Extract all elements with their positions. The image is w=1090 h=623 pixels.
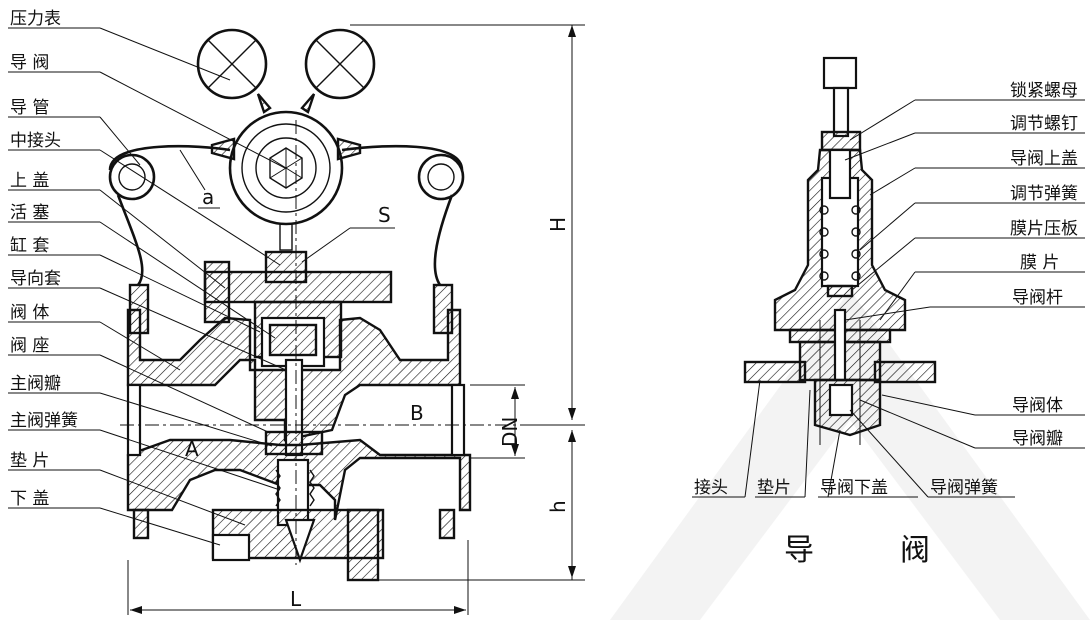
label-pressure-gauge: 压力表 xyxy=(10,9,61,29)
label-upper-cover: 上 盖 xyxy=(10,171,49,191)
pilot-label-group: 锁紧螺母 调节螺钉 导阀上盖 调节弹簧 膜片压板 膜 片 导阀杆 导阀体 导阀瓣… xyxy=(694,81,1078,498)
label-adjust-spring: 调节弹簧 xyxy=(1010,184,1078,204)
pilot-tubes xyxy=(108,137,465,286)
pilot-title-char-1: 导 xyxy=(784,533,814,568)
label-pilot-gasket: 垫片 xyxy=(757,478,791,498)
label-pilot-lower-cover: 导阀下盖 xyxy=(820,478,888,498)
symbol-b-outlet: B xyxy=(410,401,424,425)
label-lower-cover: 下 盖 xyxy=(10,489,49,509)
lower-cover xyxy=(211,508,385,582)
symbol-a-inlet: A xyxy=(185,437,199,461)
label-guide-sleeve: 导向套 xyxy=(10,269,61,289)
label-pilot-spring: 导阀弹簧 xyxy=(930,478,998,498)
dimension-h-total: H xyxy=(546,217,570,232)
dimension-dn: DN xyxy=(498,417,522,447)
pilot-leaders xyxy=(692,99,1085,498)
pilot-valve-top xyxy=(228,110,344,251)
label-valve-body: 阀 体 xyxy=(10,303,49,323)
main-valve xyxy=(108,28,530,582)
label-adjust-screw: 调节螺钉 xyxy=(1010,114,1078,134)
main-label-group: 压力表 导 阀 导 管 中接头 上 盖 活 塞 缸 套 导向套 阀 体 阀 座 … xyxy=(10,9,78,509)
dimension-h-lower: h xyxy=(546,500,570,513)
symbol-a-tube: a xyxy=(202,185,214,209)
label-piston: 活 塞 xyxy=(10,203,49,223)
main-dimensions xyxy=(127,24,585,615)
pressure-gauges xyxy=(196,28,376,114)
label-pilot-body: 导阀体 xyxy=(1012,396,1063,416)
label-pilot-stem: 导阀杆 xyxy=(1012,288,1063,308)
label-pilot-tube: 导 管 xyxy=(10,98,49,118)
label-middle-joint: 中接头 xyxy=(10,131,61,151)
label-pilot-disc: 导阀瓣 xyxy=(1012,429,1063,449)
label-pilot-valve: 导 阀 xyxy=(10,53,49,73)
label-diaphragm: 膜 片 xyxy=(1020,253,1059,273)
adjust-spring xyxy=(819,205,861,281)
symbol-s: S xyxy=(378,203,391,227)
upper-cover xyxy=(203,260,393,359)
label-cylinder-sleeve: 缸 套 xyxy=(10,235,49,256)
label-gasket: 垫 片 xyxy=(10,451,49,471)
pilot-title-char-2: 阀 xyxy=(900,533,930,568)
label-lock-nut: 锁紧螺母 xyxy=(1010,81,1078,101)
label-main-disc: 主阀瓣 xyxy=(10,374,61,394)
label-pilot-upper-cover: 导阀上盖 xyxy=(1010,149,1078,169)
dimension-l: L xyxy=(290,587,302,611)
label-main-spring: 主阀弹簧 xyxy=(10,411,78,431)
watermark xyxy=(610,290,1090,620)
pilot-detail xyxy=(743,56,937,445)
main-leaders xyxy=(8,27,395,546)
label-diaphragm-plate: 膜片压板 xyxy=(1010,219,1078,239)
label-connector: 接头 xyxy=(694,478,728,498)
label-valve-seat: 阀 座 xyxy=(10,336,49,356)
